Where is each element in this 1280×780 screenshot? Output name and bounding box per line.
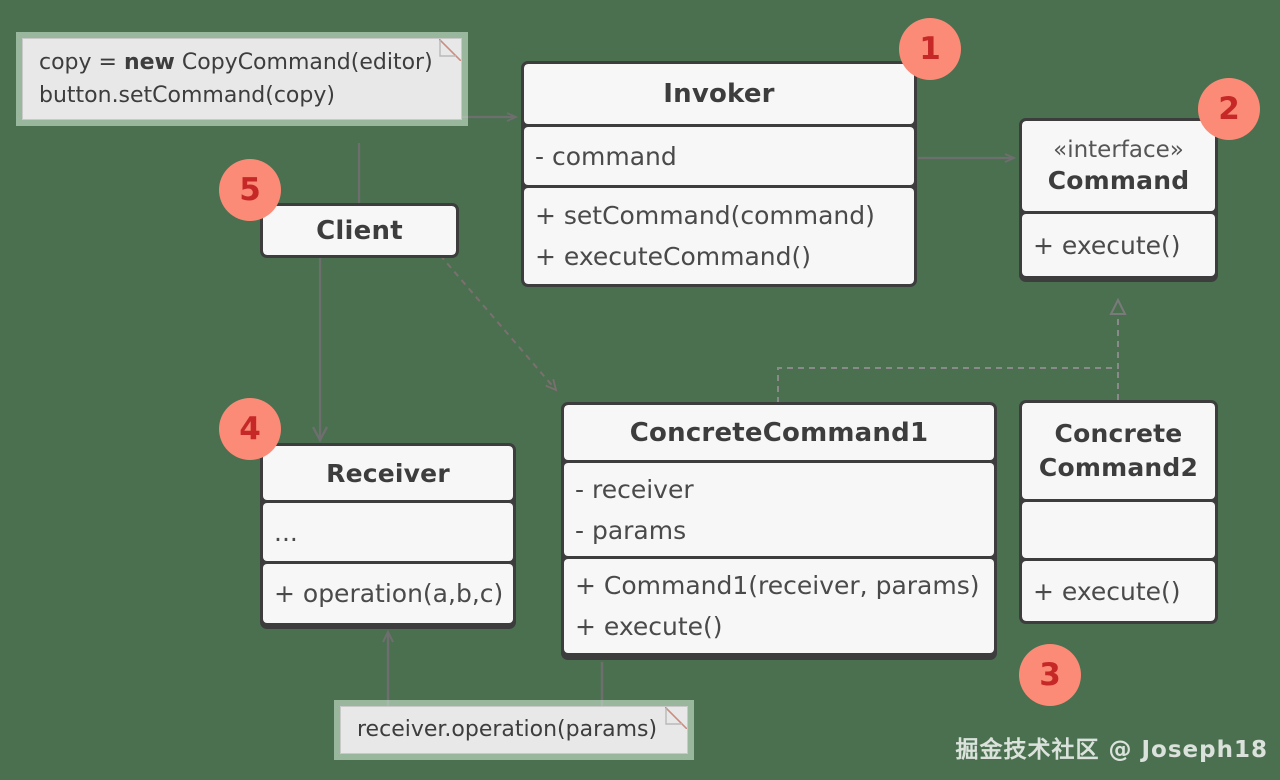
class-invoker: Invoker - command + setCommand(command) … xyxy=(521,61,917,287)
step-badge-4-label: 4 xyxy=(239,410,261,447)
class-receiver: Receiver ... + operation(a,b,c) xyxy=(260,443,516,629)
note-client-code: copy = new CopyCommand(editor) button.se… xyxy=(16,32,468,126)
class-concrete-command-1-title: ConcreteCommand1 xyxy=(629,417,929,448)
note-execute-body: receiver.operation(params) xyxy=(334,700,694,760)
note-line1-keyword: new xyxy=(123,50,175,75)
step-badge-3[interactable]: 3 xyxy=(1019,644,1081,706)
class-concrete-command-2-header: Concrete Command2 xyxy=(1022,403,1215,499)
class-receiver-methods: + operation(a,b,c) xyxy=(263,564,513,623)
class-invoker-method-0: + setCommand(command) xyxy=(535,201,875,230)
step-badge-5[interactable]: 5 xyxy=(219,159,281,221)
class-receiver-attributes: ... xyxy=(263,503,513,561)
note-line1-pre: copy = xyxy=(39,50,124,75)
note-fold-icon xyxy=(665,707,687,729)
class-concrete-command-1-attribute-0: - receiver xyxy=(575,474,694,504)
watermark: 掘金技术社区 @ Joseph18 xyxy=(955,737,1268,763)
class-receiver-title: Receiver xyxy=(326,458,450,488)
class-concrete-command-2-title-line2: Command2 xyxy=(1038,453,1199,482)
class-concrete-command-2: Concrete Command2 + execute() xyxy=(1019,400,1218,624)
step-badge-1-label: 1 xyxy=(919,30,941,67)
class-invoker-header: Invoker xyxy=(524,64,914,124)
class-concrete-command-1-methods: + Command1(receiver, params) + execute() xyxy=(564,559,994,653)
class-concrete-command-2-methods: + execute() xyxy=(1022,561,1215,621)
class-invoker-attributes: - command xyxy=(524,127,914,185)
class-command-stereotype: «interface» xyxy=(1053,137,1184,163)
class-concrete-command-1: ConcreteCommand1 - receiver - params + C… xyxy=(561,402,997,660)
class-concrete-command-1-attributes: - receiver - params xyxy=(564,463,994,556)
class-client-header: Client xyxy=(263,206,456,255)
class-command-title: Command xyxy=(1047,166,1190,195)
note-fold-icon xyxy=(439,39,461,61)
class-invoker-method-1: + executeCommand() xyxy=(535,242,812,271)
connector-concretecommand1-to-command xyxy=(777,297,1127,403)
step-badge-5-label: 5 xyxy=(239,171,261,208)
class-command-methods: + execute() xyxy=(1022,214,1215,276)
class-receiver-header: Receiver xyxy=(263,446,513,500)
class-command-method-0: + execute() xyxy=(1033,230,1181,260)
class-receiver-attribute-0: ... xyxy=(274,517,298,547)
class-concrete-command-2-attributes xyxy=(1022,502,1215,558)
class-concrete-command-1-method-0: + Command1(receiver, params) xyxy=(575,571,980,600)
class-client: Client xyxy=(260,203,459,258)
note-client-code-line2: button.setCommand(copy) xyxy=(39,83,335,108)
step-badge-2-label: 2 xyxy=(1218,90,1240,127)
class-invoker-attribute-0: - command xyxy=(535,141,677,171)
step-badge-3-label: 3 xyxy=(1039,656,1061,693)
step-badge-4[interactable]: 4 xyxy=(219,398,281,460)
class-concrete-command-1-method-1: + execute() xyxy=(575,612,723,641)
class-concrete-command-1-attribute-1: - params xyxy=(575,515,687,545)
class-concrete-command-2-method-0: + execute() xyxy=(1033,576,1181,606)
note-line1-post: CopyCommand(editor) xyxy=(174,50,433,75)
step-badge-1[interactable]: 1 xyxy=(899,18,961,80)
class-receiver-method-0: + operation(a,b,c) xyxy=(274,579,504,608)
class-command: «interface» Command + execute() xyxy=(1019,118,1218,282)
class-command-header: «interface» Command xyxy=(1022,121,1215,211)
class-concrete-command-2-title-line1: Concrete xyxy=(1054,419,1183,448)
class-client-title: Client xyxy=(316,215,403,246)
class-invoker-methods: + setCommand(command) + executeCommand() xyxy=(524,188,914,284)
class-concrete-command-1-header: ConcreteCommand1 xyxy=(564,405,994,460)
note-execute-body-text: receiver.operation(params) xyxy=(357,717,658,742)
class-invoker-title: Invoker xyxy=(663,79,775,109)
step-badge-2[interactable]: 2 xyxy=(1198,78,1260,140)
note-client-code-line1: copy = new CopyCommand(editor) xyxy=(39,46,461,79)
